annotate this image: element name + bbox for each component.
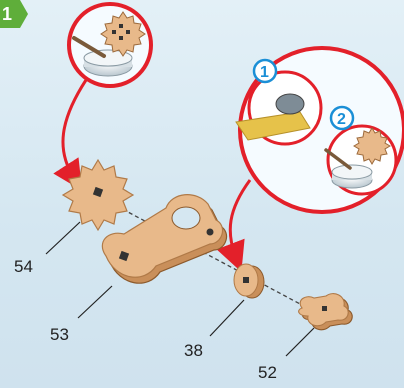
callout-arrow-top <box>63 80 86 178</box>
substep-1-label: 1 <box>260 64 269 81</box>
part-54-gear <box>63 160 133 230</box>
glue-callout-right: 1 2 <box>236 48 404 212</box>
glue-callout-top <box>69 4 151 86</box>
leader-52 <box>286 328 314 356</box>
step-badge: 1 <box>0 0 28 28</box>
step-number: 1 <box>2 4 12 24</box>
substep-2-label: 2 <box>337 111 346 128</box>
leader-53 <box>78 286 112 318</box>
part-label-53: 53 <box>50 325 69 344</box>
part-38-disc <box>234 264 264 298</box>
part-label-54: 54 <box>14 257 33 276</box>
leader-54 <box>46 222 80 254</box>
part-52-piece <box>299 294 353 330</box>
leader-38 <box>210 300 244 336</box>
part-label-38: 38 <box>184 341 203 360</box>
part-label-52: 52 <box>258 363 277 382</box>
sanding-block-icon <box>276 94 304 114</box>
callout-arrow-right <box>230 180 250 258</box>
